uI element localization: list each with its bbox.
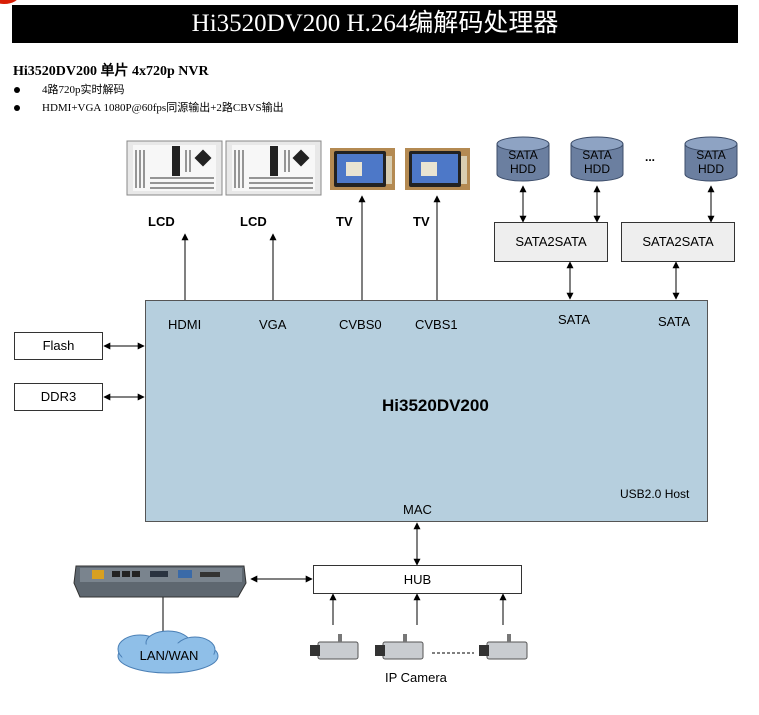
lcd-label-1: LCD [148, 214, 175, 229]
port-cvbs0: CVBS0 [339, 317, 382, 332]
port-cvbs1: CVBS1 [415, 317, 458, 332]
hdd-cylinder-2 [570, 136, 624, 182]
sata-bridge-1: SATA2SATA [494, 222, 608, 262]
port-vga: VGA [259, 317, 287, 332]
page-title: Hi3520DV200 H.264编解码处理器 [12, 5, 738, 43]
tv-label-1: TV [336, 214, 353, 229]
sata-bridge-2: SATA2SATA [621, 222, 735, 262]
tv-screen-1 [330, 148, 395, 190]
port-mac: MAC [403, 502, 432, 517]
nvr-device [73, 565, 247, 598]
bullet-dot-icon [14, 105, 20, 112]
hdd-cylinder-3 [684, 136, 738, 182]
camera-label: IP Camera [385, 670, 447, 685]
ddr3-box: DDR3 [14, 383, 103, 411]
section-subtitle: Hi3520DV200 单片 4x720p NVR [13, 64, 209, 79]
feature-text-2: HDMI+VGA 1080P@60fps同源输出+2路CBVS输出 [42, 102, 284, 114]
feature-bullet-2: HDMI+VGA 1080P@60fps同源输出+2路CBVS输出 [14, 99, 284, 115]
hdd-cylinder-1 [496, 136, 550, 182]
lcd-screen-2 [225, 140, 322, 196]
bullet-dot-icon [14, 87, 20, 94]
feature-bullet-1: 4路720p实时解码 [14, 81, 125, 97]
chip-name: Hi3520DV200 [382, 396, 489, 415]
port-sata-1: SATA [558, 312, 591, 327]
flash-box: Flash [14, 332, 103, 360]
cloud-label: LAN/WAN [139, 648, 199, 663]
hdd-ellipsis: ... [645, 150, 656, 164]
port-sata-2: SATA [658, 314, 691, 329]
logo-mark [0, 0, 20, 4]
camera-icon-2 [375, 634, 424, 660]
feature-text-1: 4路720p实时解码 [42, 84, 125, 96]
camera-icon-3 [479, 634, 528, 660]
hub-box: HUB [313, 565, 522, 594]
tv-label-2: TV [413, 214, 430, 229]
soc-block: HDMI VGA CVBS0 CVBS1 SATA SATA Hi3520DV2… [145, 300, 708, 522]
lcd-screen-1 [126, 140, 223, 196]
port-usb: USB2.0 Host [620, 487, 690, 501]
lcd-label-2: LCD [240, 214, 267, 229]
cloud-icon [117, 630, 219, 674]
tv-screen-2 [405, 148, 470, 190]
camera-icon-1 [310, 634, 359, 660]
port-hdmi: HDMI [168, 317, 202, 332]
